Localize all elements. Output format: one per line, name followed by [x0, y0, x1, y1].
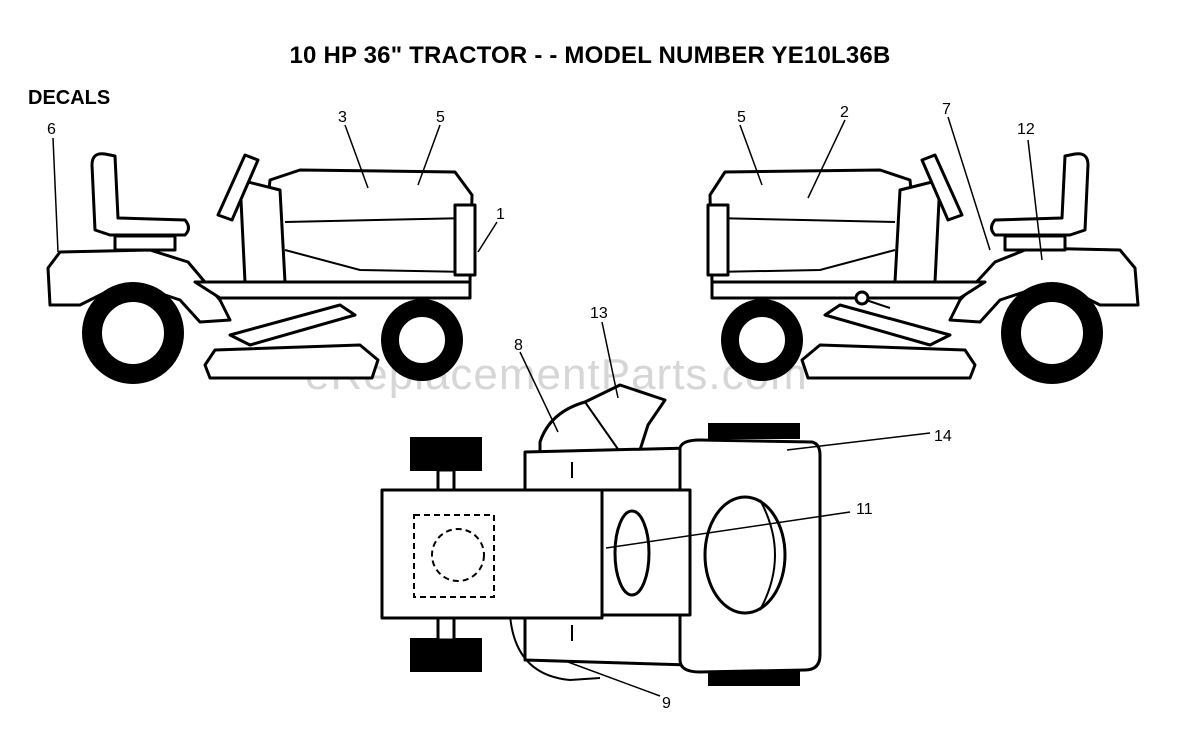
leader-lines — [52, 116, 1043, 697]
left-frame — [193, 280, 472, 300]
right-pedal — [823, 303, 952, 347]
right-grille — [706, 203, 730, 277]
callout-9: 9 — [662, 695, 671, 712]
left-hood — [263, 168, 474, 284]
right-rear-rim — [1019, 300, 1085, 366]
right-seat-base — [1003, 234, 1067, 252]
left-pedal — [228, 303, 357, 347]
tractor-top-view — [380, 383, 822, 686]
callout-3: 3 — [338, 109, 347, 126]
left-front-rim — [397, 315, 447, 365]
callout-6: 6 — [47, 121, 56, 138]
top-seat-circle — [431, 528, 485, 582]
tractor-left-view — [46, 152, 477, 384]
right-deck — [800, 343, 977, 380]
top-discharge-chute — [538, 383, 667, 454]
right-front-rim — [737, 315, 787, 365]
left-grille — [453, 203, 477, 277]
callouts: 3 5 1 6 5 2 7 12 8 13 14 11 9 — [47, 101, 1035, 712]
right-steering-wheel — [920, 153, 964, 222]
left-deck — [203, 343, 380, 380]
callout-5-right: 5 — [737, 109, 746, 126]
right-frame — [710, 280, 987, 300]
top-grille-opening — [703, 495, 787, 615]
callout-12: 12 — [1017, 121, 1035, 138]
top-steering-column — [613, 509, 651, 597]
top-front-tire-lower — [708, 670, 800, 686]
top-rear-tire-lower — [410, 638, 482, 672]
callout-5-left: 5 — [436, 109, 445, 126]
callout-7: 7 — [942, 101, 951, 118]
section-label: DECALS — [28, 87, 111, 109]
top-axle-lower — [436, 616, 456, 642]
callout-13: 13 — [590, 305, 608, 322]
top-deck-outline — [509, 614, 601, 682]
left-rear-rim — [100, 300, 166, 366]
right-lever-knob — [854, 290, 870, 306]
diagram-title: 10 HP 36" TRACTOR - - MODEL NUMBER YE10L… — [289, 42, 891, 69]
left-seat-base — [113, 234, 177, 252]
callout-11: 11 — [856, 501, 873, 518]
left-dash — [238, 178, 287, 284]
callout-2: 2 — [840, 104, 849, 121]
tractor-right-view — [706, 152, 1140, 384]
right-seat — [990, 152, 1090, 237]
top-rear-tire-upper — [410, 437, 482, 471]
callout-14: 14 — [934, 428, 952, 445]
right-dash — [893, 178, 942, 284]
callout-1: 1 — [496, 206, 505, 223]
top-seat-outline — [413, 514, 495, 598]
left-steering-wheel — [216, 153, 260, 222]
left-seat — [90, 152, 190, 237]
callout-8: 8 — [514, 337, 523, 354]
top-front-tire-upper — [708, 423, 800, 439]
